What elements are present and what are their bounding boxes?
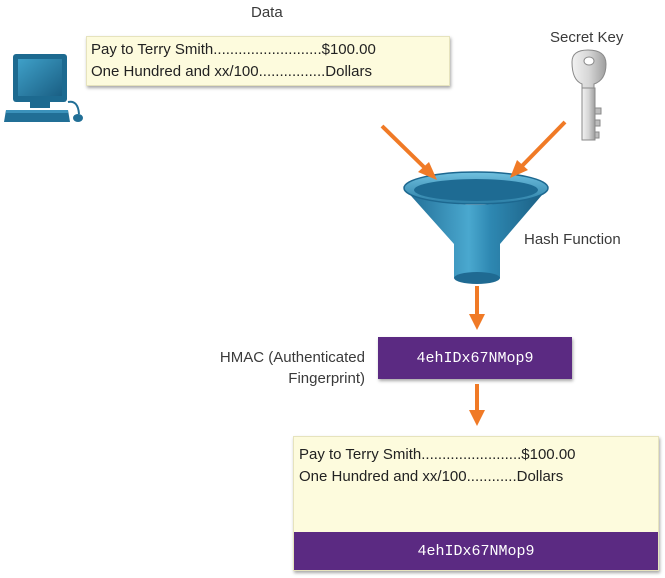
- hmac-label-line-1: HMAC (Authenticated: [219, 349, 365, 366]
- result-message-box: Pay to Terry Smith......................…: [293, 436, 659, 571]
- computer-icon: [4, 54, 83, 122]
- message-box: Pay to Terry Smith......................…: [86, 36, 450, 86]
- hmac-value-box: 4ehIDx67NMop9: [378, 337, 572, 379]
- hash-function-label: Hash Function: [524, 231, 621, 248]
- result-line-2: One Hundred and xx/100............Dollar…: [299, 468, 564, 485]
- key-icon: [571, 49, 607, 141]
- hmac-label: HMAC (Authenticated Fingerprint): [196, 347, 365, 389]
- data-label: Data: [251, 4, 283, 21]
- result-hmac-strip: 4ehIDx67NMop9: [294, 532, 658, 570]
- funnel-icon: [403, 171, 549, 284]
- hmac-label-line-2: Fingerprint): [288, 370, 365, 387]
- message-line-2: One Hundred and xx/100................Do…: [91, 63, 372, 80]
- arrow-icon: [380, 120, 567, 426]
- secret-key-label: Secret Key: [550, 29, 624, 46]
- result-line-1: Pay to Terry Smith......................…: [299, 446, 576, 463]
- message-line-1: Pay to Terry Smith......................…: [91, 41, 376, 58]
